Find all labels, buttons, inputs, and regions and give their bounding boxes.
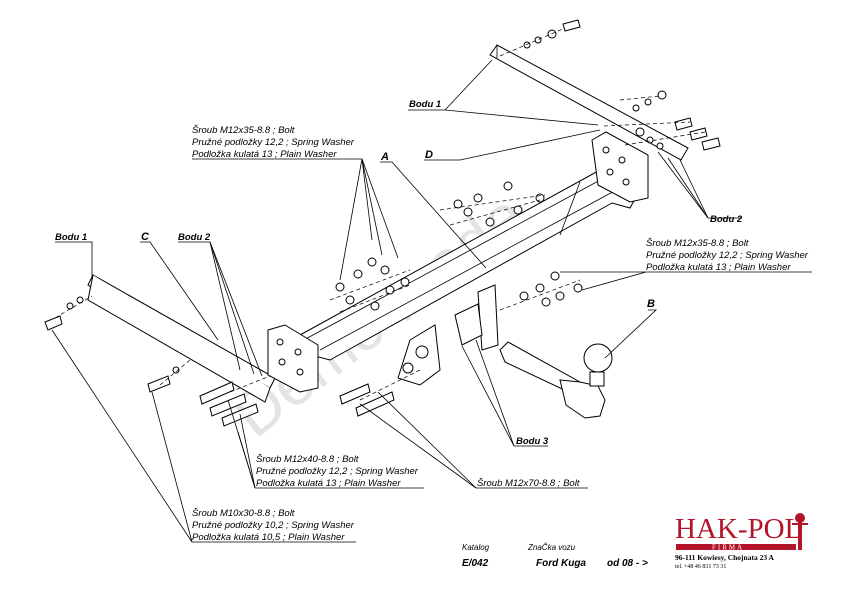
callout-right-bolt: Šroub M12x35-8.8 ; Bolt Pružné podložky … [646,238,809,273]
label-b: B [647,298,655,310]
brand-sub: FIRMA [712,544,744,552]
svg-text:Šroub M12x35-8.8 ; Bolt: Šroub M12x35-8.8 ; Bolt [646,238,749,249]
callout-top-bolt: Šroub M12x35-8.8 ; Bolt Pružné podložky … [192,125,355,160]
label-a: A [380,151,389,163]
tow-ball [499,341,613,419]
center-mount [397,284,499,386]
svg-text:Šroub M12x35-8.8 ; Bolt: Šroub M12x35-8.8 ; Bolt [192,125,295,136]
label-bodu2-right: Bodu 2 [710,214,743,225]
svg-text:Pružné podložky 10,2 ; Spring: Pružné podložky 10,2 ; Spring Washer [192,520,355,531]
katalog-value: E/042 [462,558,489,569]
brand-name: HAK-POL [675,513,802,545]
brand-bar [676,544,796,550]
brand-logo: HAK-POL FIRMA 96-111 Kowiesy, Chojnata 2… [675,513,808,570]
svg-text:Podložka kulatá 13 ; Plain Was: Podložka kulatá 13 ; Plain Washer [256,478,401,489]
label-d: D [425,149,433,161]
katalog-label: Katalog [462,543,490,552]
footer: Katalog E/042 ZnaČka vozu Ford Kuga od 0… [462,543,648,569]
callout-long-bolt: Šroub M12x70-8.8 ; Bolt [477,478,580,489]
znacka-value: Ford Kuga [536,558,586,569]
callout-mid-bolt: Šroub M12x40-8.8 ; Bolt Pružné podložky … [256,454,419,489]
left-side-bracket [87,274,319,403]
label-c: C [141,231,150,243]
label-bodu1-top: Bodu 1 [409,99,441,110]
svg-text:Pružné podložky 12,2 ; Spring: Pružné podložky 12,2 ; Spring Washer [646,250,809,261]
brand-address: 96-111 Kowiesy, Chojnata 23 A [675,553,775,562]
label-bodu1-left: Bodu 1 [55,232,87,243]
svg-text:Šroub M10x30-8.8 ; Bolt: Šroub M10x30-8.8 ; Bolt [192,508,295,519]
svg-text:Podložka kulatá 10,5 ; Plain W: Podložka kulatá 10,5 ; Plain Washer [192,532,345,543]
znacka-label: ZnaČka vozu [527,543,576,552]
assembly-lines [54,27,706,401]
svg-text:Podložka kulatá 13 ; Plain Was: Podložka kulatá 13 ; Plain Washer [646,262,791,273]
labels: Bodu 1 D A Bodu 2 B Bodu 1 C Bodu 2 Bodu… [55,99,743,447]
svg-text:Podložka kulatá 13 ; Plain Was: Podložka kulatá 13 ; Plain Washer [192,149,337,160]
towball-emblem-icon [792,513,808,550]
fasteners [44,19,721,427]
svg-text:Šroub M12x70-8.8 ; Bolt: Šroub M12x70-8.8 ; Bolt [477,478,580,489]
label-bodu2-left: Bodu 2 [178,232,211,243]
svg-text:Pružné podložky 12,2 ; Spring: Pružné podložky 12,2 ; Spring Washer [256,466,419,477]
svg-text:Pružné podložky 12,2 ; Spring: Pružné podložky 12,2 ; Spring Washer [192,137,355,148]
brand-tel: tel. +48 46 831 73 31 [675,564,726,570]
od-value: od 08 - > [607,558,648,569]
label-bodu3: Bodu 3 [516,436,549,447]
svg-text:Šroub M12x40-8.8 ; Bolt: Šroub M12x40-8.8 ; Bolt [256,454,359,465]
leader-lines [51,59,812,543]
callout-small-bolt: Šroub M10x30-8.8 ; Bolt Pružné podložky … [192,508,355,543]
